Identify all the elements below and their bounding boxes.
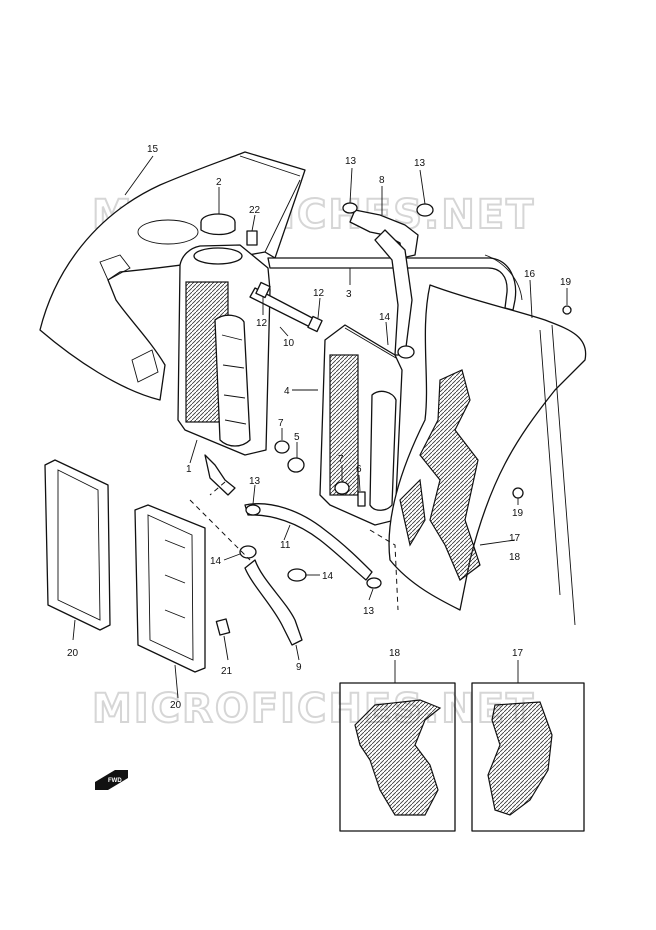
callout-3[interactable]: 3: [346, 289, 352, 300]
callout-6[interactable]: 6: [356, 464, 362, 475]
part-13-clamp-a[interactable]: [342, 202, 358, 214]
callout-14-a[interactable]: 14: [379, 312, 391, 323]
guide-lines: [189, 481, 399, 611]
part-5-collar[interactable]: [287, 457, 305, 473]
part-13-clamp-b[interactable]: [416, 203, 434, 217]
part-20-louver-b[interactable]: [134, 504, 206, 673]
fwd-arrow-icon: FWD: [95, 770, 128, 790]
callout-20-a[interactable]: 20: [67, 648, 79, 659]
callout-10[interactable]: 10: [283, 338, 295, 349]
part-14-clamp-c[interactable]: [287, 568, 307, 582]
callout-14-c[interactable]: 14: [322, 571, 334, 582]
part-14-clamp-a[interactable]: [397, 345, 415, 359]
callout-7-b[interactable]: 7: [338, 454, 344, 465]
part-7-grommet-a[interactable]: [274, 440, 290, 454]
part-19-bolt-a[interactable]: [562, 305, 572, 315]
callout-5[interactable]: 5: [294, 432, 300, 443]
callout-15[interactable]: 15: [147, 144, 159, 155]
part-9-hose[interactable]: [244, 559, 303, 646]
callout-14-b[interactable]: 14: [210, 556, 222, 567]
callout-21[interactable]: 21: [221, 666, 233, 677]
part-19-bolt-b[interactable]: [512, 487, 524, 499]
callout-11[interactable]: 11: [280, 540, 291, 551]
part-18-graphic[interactable]: [354, 699, 442, 816]
callout-13-a[interactable]: 13: [345, 156, 357, 167]
callout-1[interactable]: 1: [186, 464, 192, 475]
callout-13-c[interactable]: 13: [249, 476, 261, 487]
leader-lines: [72, 155, 568, 699]
inset-box-17: [471, 682, 585, 832]
part-20-louver-a[interactable]: [44, 459, 111, 631]
callout-22[interactable]: 22: [249, 205, 261, 216]
callout-19-b[interactable]: 19: [512, 508, 524, 519]
callout-13-d[interactable]: 13: [363, 606, 375, 617]
callout-4[interactable]: 4: [284, 386, 290, 397]
callout-17-a[interactable]: 17: [509, 533, 521, 544]
callout-17-b[interactable]: 17: [512, 648, 524, 659]
watermark-bottom: MICROFICHES.NET: [92, 686, 535, 732]
callout-20-b[interactable]: 20: [170, 700, 182, 711]
callout-2[interactable]: 2: [216, 177, 222, 188]
part-22-fastener[interactable]: [246, 230, 258, 246]
part-6-bolt[interactable]: [357, 491, 366, 507]
part-13-clamp-c[interactable]: [245, 504, 261, 516]
part-21-bolt[interactable]: [215, 618, 231, 636]
part-13-clamp-d[interactable]: [366, 577, 382, 589]
part-2-radiator-cap[interactable]: [137, 213, 236, 245]
callout-7-a[interactable]: 7: [278, 418, 284, 429]
clamps[interactable]: [215, 202, 572, 636]
callout-19-a[interactable]: 19: [560, 277, 572, 288]
callout-12-a[interactable]: 12: [313, 288, 325, 299]
callout-16[interactable]: 16: [524, 269, 536, 280]
part-7-grommet-b[interactable]: [334, 481, 350, 495]
callout-13-b[interactable]: 13: [414, 158, 426, 169]
callout-18-b[interactable]: 18: [389, 648, 401, 659]
callout-12-b[interactable]: 12: [256, 318, 268, 329]
inset-box-18: [339, 682, 456, 832]
part-1-radiator-left[interactable]: [177, 244, 271, 496]
callouts: 15 2 22 13 8 13 3 12 12 14 16 19 10 4 7 …: [67, 144, 572, 711]
part-16-radiator-shroud[interactable]: [388, 254, 587, 626]
part-8-hose[interactable]: [349, 209, 419, 356]
callout-18-a[interactable]: 18: [509, 552, 521, 563]
part-17-18-graphic-on-shroud[interactable]: [399, 369, 481, 581]
part-10-pipe[interactable]: [249, 281, 323, 333]
callout-8[interactable]: 8: [379, 175, 385, 186]
part-4-radiator-right[interactable]: [319, 324, 403, 526]
part-17-graphic[interactable]: [487, 701, 553, 816]
callout-9[interactable]: 9: [296, 662, 302, 673]
fwd-label: FWD: [108, 778, 122, 784]
